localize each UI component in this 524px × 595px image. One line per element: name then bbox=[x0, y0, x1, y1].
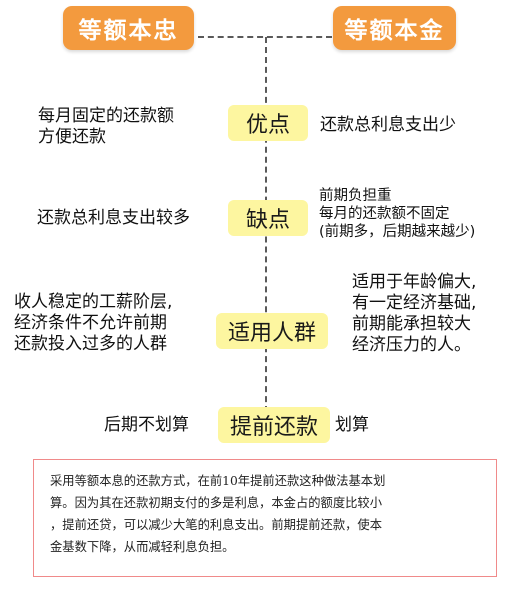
suitable-left-line: 还款投入过多的人群 bbox=[14, 334, 167, 354]
note-line: 采用等额本息的还款方式，在前10年提前还款这种做法基本划 bbox=[50, 474, 386, 488]
cons-right-line: 每月的还款额不固定 bbox=[319, 206, 450, 222]
header-equal-installment: 等额本忠 bbox=[63, 6, 194, 50]
pros-left-line: 每月固定的还款额 bbox=[38, 106, 174, 126]
suitable-right-line: 适用于年龄偏大, bbox=[352, 272, 477, 292]
note-line: ，提前还贷，可以减少大笔的利息支出。前期提前还款，使本 bbox=[50, 518, 383, 532]
prepay-right-line: 划算 bbox=[335, 415, 369, 435]
cons-right-line: (前期多，后期越来越少) bbox=[319, 224, 476, 240]
pros-left-text: 每月固定的还款额 方便还款 bbox=[38, 106, 174, 148]
cons-label: 缺点 bbox=[228, 200, 308, 236]
suitable-left-text: 收人稳定的工薪阶层, 经济条件不允许前期 还款投入过多的人群 bbox=[14, 292, 172, 355]
note-line: 金基数下降，从而减轻利息负担。 bbox=[50, 540, 235, 554]
suitable-right-line: 经济压力的人。 bbox=[352, 335, 471, 355]
header-equal-principal: 等额本金 bbox=[333, 6, 456, 50]
prepay-left-text: 后期不划算 bbox=[104, 415, 189, 436]
pros-left-line: 方便还款 bbox=[38, 127, 106, 147]
note-line: 算。因为其在还款初期支付的多是利息，本金占的额度比较小 bbox=[50, 496, 383, 510]
suitable-left-line: 收人稳定的工薪阶层, bbox=[14, 292, 173, 312]
prepay-right-text: 划算 bbox=[335, 415, 369, 436]
pros-right-line: 还款总利息支出少 bbox=[320, 115, 456, 135]
pros-label: 优点 bbox=[228, 105, 308, 141]
cons-left-line: 还款总利息支出较多 bbox=[37, 208, 190, 228]
explanation-note: 采用等额本息的还款方式，在前10年提前还款这种做法基本划 算。因为其在还款初期支… bbox=[33, 459, 497, 577]
prepay-left-line: 后期不划算 bbox=[104, 415, 189, 435]
suitable-right-text: 适用于年龄偏大, 有一定经济基础, 前期能承担较大 经济压力的人。 bbox=[352, 272, 476, 356]
prepay-label: 提前还款 bbox=[218, 407, 330, 443]
suitable-group-label: 适用人群 bbox=[216, 313, 328, 349]
pros-right-text: 还款总利息支出少 bbox=[320, 115, 456, 136]
suitable-right-line: 有一定经济基础, bbox=[352, 293, 477, 313]
cons-right-text: 前期负担重 每月的还款额不固定 (前期多，后期越来越少) bbox=[319, 187, 475, 241]
cons-left-text: 还款总利息支出较多 bbox=[37, 208, 190, 229]
suitable-left-line: 经济条件不允许前期 bbox=[14, 313, 167, 333]
suitable-right-line: 前期能承担较大 bbox=[352, 314, 471, 334]
cons-right-line: 前期负担重 bbox=[319, 188, 392, 204]
